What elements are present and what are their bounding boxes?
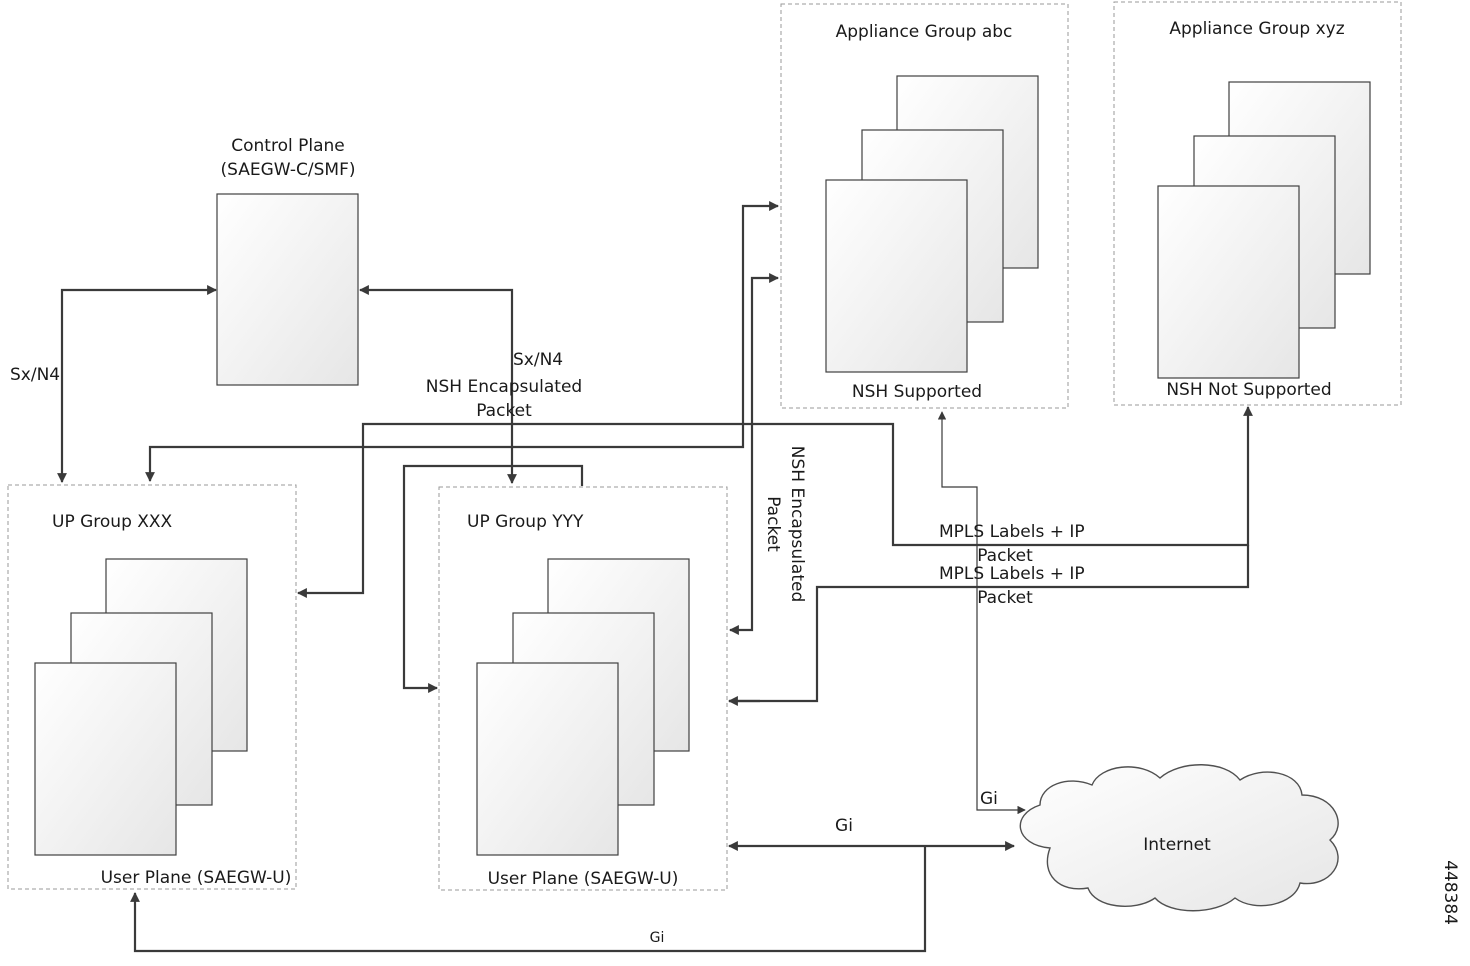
up-yyy-loop-connector <box>402 464 584 693</box>
mpls-2-label-line1: MPLS Labels + IP <box>939 564 1085 584</box>
nsh-packet-label-line1: NSH Encapsulated <box>426 377 582 397</box>
control-plane-title: Control Plane <box>231 136 344 156</box>
up-yyy-title: UP Group YYY <box>467 512 584 532</box>
up-xxx-server-1 <box>34 662 177 856</box>
sx-n4-left-connector <box>57 285 217 483</box>
up-xxx-caption: User Plane (SAEGW-U) <box>101 868 292 888</box>
mpls-2-label-line2: Packet <box>977 588 1033 608</box>
gi-top-connector <box>937 411 1026 815</box>
appliance-abc-server-1 <box>825 179 968 373</box>
gi-bottom-label: Gi <box>650 930 665 946</box>
appliance-xyz-server-1 <box>1157 185 1300 379</box>
control-plane-subtitle: (SAEGW-C/SMF) <box>220 160 355 180</box>
nsh-vertical-label: NSH Encapsulated Packet <box>763 446 807 602</box>
appliance-group-xyz-box <box>1113 1 1402 406</box>
nsh-vertical-label-line2: Packet <box>763 496 783 552</box>
appliance-abc-title: Appliance Group abc <box>836 22 1013 42</box>
up-xxx-title: UP Group XXX <box>52 512 173 532</box>
nsh-vertical-label-line1: NSH Encapsulated <box>787 446 807 602</box>
gi-bottom-connector <box>130 846 927 953</box>
nsh-appliance-to-up-yyy-connector <box>729 273 779 635</box>
up-yyy-server-1 <box>476 662 619 856</box>
appliance-xyz-caption: NSH Not Supported <box>1166 380 1331 400</box>
internet-cloud <box>1019 764 1339 912</box>
gi-middle-label: Gi <box>835 816 853 836</box>
sx-n4-left-label: Sx/N4 <box>10 365 60 385</box>
sx-n4-right-label: Sx/N4 <box>513 350 563 370</box>
appliance-abc-caption: NSH Supported <box>852 382 982 402</box>
nsh-packet-label-line2: Packet <box>476 401 532 421</box>
up-group-xxx-box <box>7 484 297 890</box>
internet-label: Internet <box>1143 835 1211 855</box>
figure-number: 448384 <box>1440 860 1460 925</box>
mpls-1-label-line2: Packet <box>977 546 1033 566</box>
control-plane-server <box>216 193 359 386</box>
up-yyy-caption: User Plane (SAEGW-U) <box>488 869 679 889</box>
appliance-xyz-title: Appliance Group xyz <box>1169 19 1344 39</box>
gi-top-label: Gi <box>980 789 998 809</box>
mpls-1-label-line1: MPLS Labels + IP <box>939 522 1085 542</box>
mpls-path-2-connector <box>729 545 1250 703</box>
